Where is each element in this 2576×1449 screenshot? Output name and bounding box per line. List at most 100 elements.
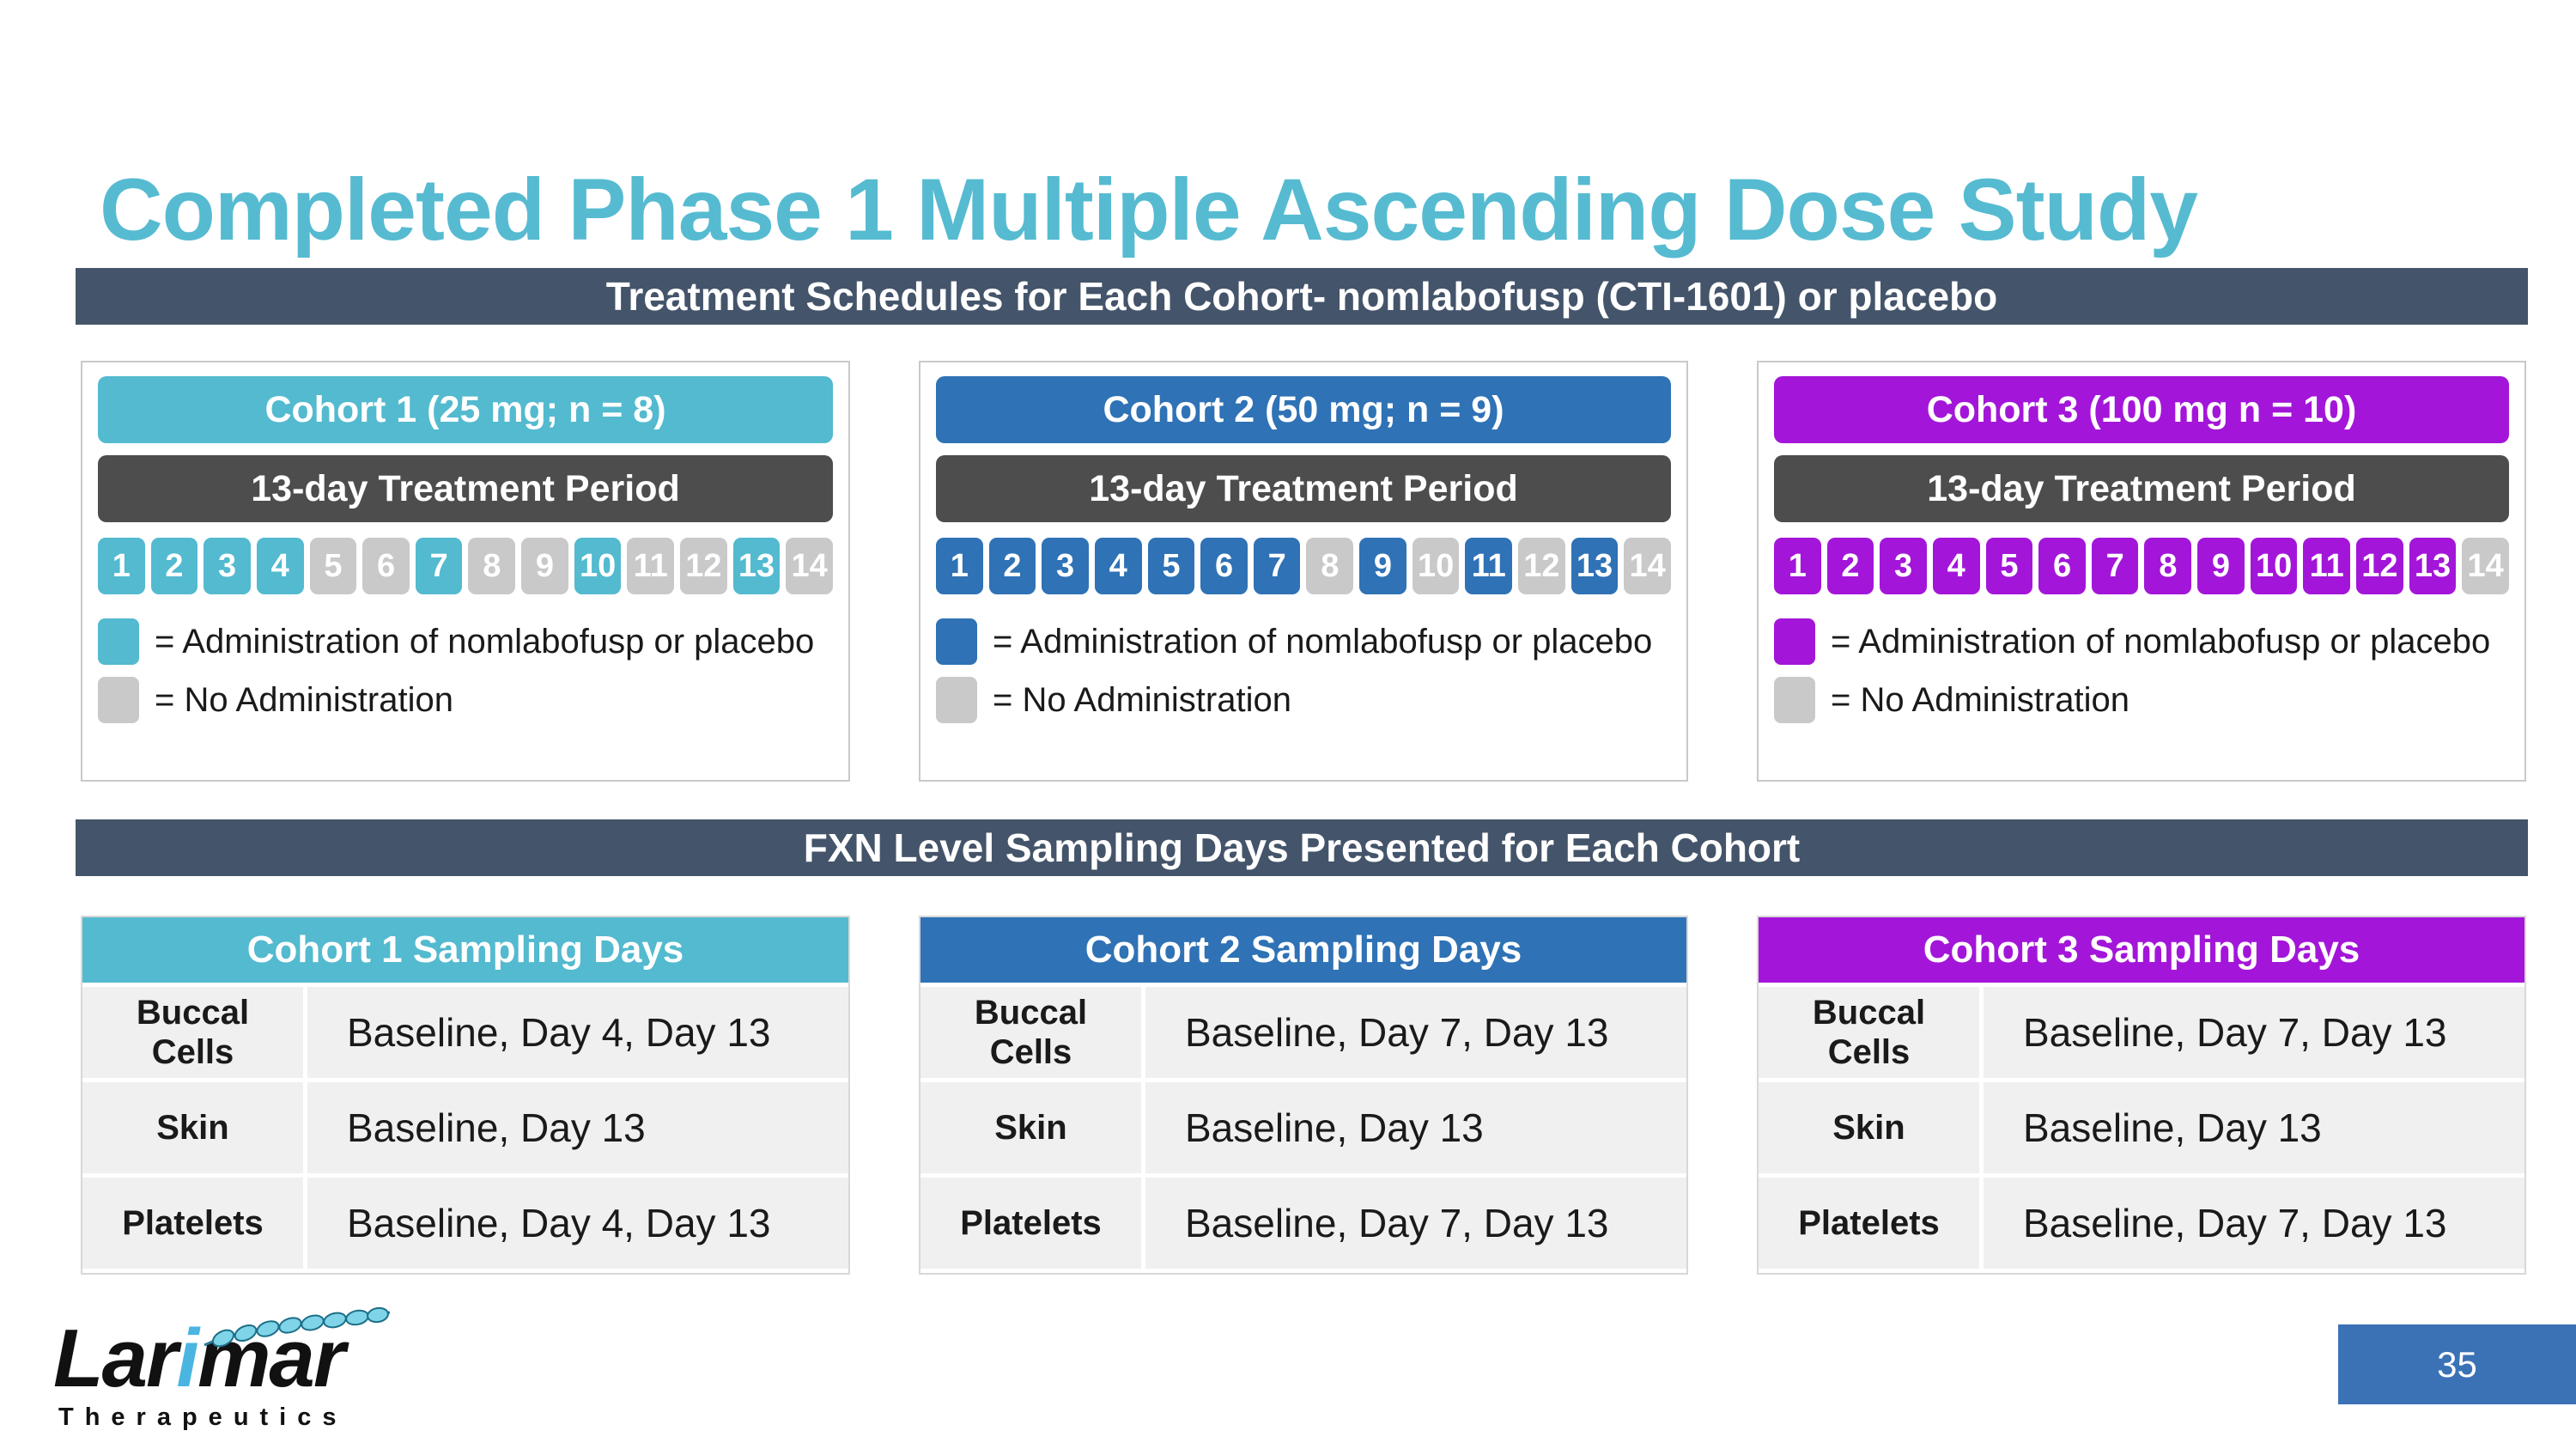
row-value: Baseline, Day 13 bbox=[1185, 1105, 1484, 1150]
day-cell: 4 bbox=[256, 538, 304, 594]
row-value: Baseline, Day 7, Day 13 bbox=[2023, 1201, 2447, 1245]
day-cell: 12 bbox=[680, 538, 727, 594]
day-cell: 12 bbox=[2356, 538, 2403, 594]
day-cell: 9 bbox=[1359, 538, 1406, 594]
cohort-2-panel: Cohort 2 (50 mg; n = 9) 13-day Treatment… bbox=[919, 361, 1688, 782]
treatment-period-bar: 13-day Treatment Period bbox=[1774, 455, 2509, 522]
cohort-3-header: Cohort 3 (100 mg n = 10) bbox=[1774, 376, 2509, 443]
legend-no-admin-row: = No Administration bbox=[1774, 677, 2509, 723]
row-value: Baseline, Day 7, Day 13 bbox=[2023, 1010, 2447, 1055]
day-cell: 1 bbox=[98, 538, 145, 594]
day-cell: 3 bbox=[1042, 538, 1089, 594]
row-label: Buccal Cells bbox=[920, 987, 1145, 1078]
row-label: Buccal Cells bbox=[82, 987, 307, 1078]
sampling-tables: Cohort 1 Sampling Days Buccal Cells Base… bbox=[81, 916, 2526, 1275]
day-cell: 9 bbox=[2197, 538, 2245, 594]
row-value: Baseline, Day 7, Day 13 bbox=[1185, 1010, 1609, 1055]
legend-admin-label: = Administration of nomlabofusp or place… bbox=[993, 622, 1653, 661]
row-value: Baseline, Day 13 bbox=[2023, 1105, 2322, 1150]
row-label: Platelets bbox=[82, 1178, 307, 1269]
day-cell: 2 bbox=[150, 538, 198, 594]
legend: = Administration of nomlabofusp or place… bbox=[98, 618, 833, 723]
page-number: 35 bbox=[2437, 1343, 2477, 1385]
day-cell: 14 bbox=[786, 538, 833, 594]
day-cell: 13 bbox=[2409, 538, 2457, 594]
cohort-3-sampling-table: Cohort 3 Sampling Days Buccal Cells Base… bbox=[1757, 916, 2526, 1275]
table-row: Skin Baseline, Day 13 bbox=[920, 1082, 1686, 1173]
day-cell: 14 bbox=[2462, 538, 2509, 594]
day-cell: 6 bbox=[2038, 538, 2086, 594]
day-cell: 8 bbox=[2144, 538, 2192, 594]
legend-no-admin-label: = No Administration bbox=[993, 680, 1291, 719]
row-label: Buccal Cells bbox=[1759, 987, 1984, 1078]
day-cell: 5 bbox=[309, 538, 357, 594]
day-cell: 4 bbox=[1932, 538, 1980, 594]
row-label: Skin bbox=[920, 1082, 1145, 1173]
legend-no-admin-row: = No Administration bbox=[936, 677, 1671, 723]
no-admin-color-chip bbox=[1774, 677, 1815, 723]
cohort-2-sampling-table: Cohort 2 Sampling Days Buccal Cells Base… bbox=[919, 916, 1688, 1275]
legend-admin-row: = Administration of nomlabofusp or place… bbox=[936, 618, 1671, 665]
cohort-1-panel: Cohort 1 (25 mg; n = 8) 13-day Treatment… bbox=[81, 361, 850, 782]
table-row: Platelets Baseline, Day 7, Day 13 bbox=[1759, 1178, 2524, 1269]
day-cell: 11 bbox=[1465, 538, 1513, 594]
table-row: Buccal Cells Baseline, Day 7, Day 13 bbox=[1759, 987, 2524, 1078]
no-admin-color-chip bbox=[936, 677, 977, 723]
day-cell: 6 bbox=[362, 538, 410, 594]
row-value: Baseline, Day 7, Day 13 bbox=[1185, 1201, 1609, 1245]
day-cell: 11 bbox=[2303, 538, 2351, 594]
day-cell: 8 bbox=[468, 538, 516, 594]
cohort-2-header: Cohort 2 (50 mg; n = 9) bbox=[936, 376, 1671, 443]
row-value: Baseline, Day 4, Day 13 bbox=[347, 1201, 771, 1245]
sampling-table-header: Cohort 1 Sampling Days bbox=[82, 917, 848, 983]
day-cell: 10 bbox=[2250, 538, 2298, 594]
page-number-box: 35 bbox=[2338, 1324, 2576, 1404]
cohort-3-panel: Cohort 3 (100 mg n = 10) 13-day Treatmen… bbox=[1757, 361, 2526, 782]
row-label: Platelets bbox=[1759, 1178, 1984, 1269]
day-cell: 12 bbox=[1518, 538, 1565, 594]
treatment-period-bar: 13-day Treatment Period bbox=[98, 455, 833, 522]
treatment-schedules-banner: Treatment Schedules for Each Cohort- nom… bbox=[76, 268, 2528, 325]
legend-no-admin-row: = No Administration bbox=[98, 677, 833, 723]
admin-color-chip bbox=[1774, 618, 1815, 665]
table-row: Skin Baseline, Day 13 bbox=[82, 1082, 848, 1173]
admin-color-chip bbox=[98, 618, 139, 665]
table-row: Platelets Baseline, Day 4, Day 13 bbox=[82, 1178, 848, 1269]
row-label: Platelets bbox=[920, 1178, 1145, 1269]
day-cell: 1 bbox=[1774, 538, 1821, 594]
legend-no-admin-label: = No Administration bbox=[1831, 680, 2129, 719]
row-value: Baseline, Day 13 bbox=[347, 1105, 646, 1150]
sampling-table-header: Cohort 2 Sampling Days bbox=[920, 917, 1686, 983]
day-cell: 8 bbox=[1306, 538, 1354, 594]
row-label: Skin bbox=[82, 1082, 307, 1173]
day-cell: 13 bbox=[1571, 538, 1619, 594]
day-cell: 7 bbox=[415, 538, 463, 594]
day-cell: 6 bbox=[1200, 538, 1248, 594]
day-cell: 3 bbox=[204, 538, 251, 594]
table-row: Buccal Cells Baseline, Day 4, Day 13 bbox=[82, 987, 848, 1078]
treatment-panels: Cohort 1 (25 mg; n = 8) 13-day Treatment… bbox=[81, 361, 2526, 782]
legend-admin-label: = Administration of nomlabofusp or place… bbox=[1831, 622, 2491, 661]
larimar-logo: Larimar Therapeutics bbox=[53, 1306, 391, 1432]
admin-color-chip bbox=[936, 618, 977, 665]
fxn-sampling-banner: FXN Level Sampling Days Presented for Ea… bbox=[76, 819, 2528, 876]
legend-admin-row: = Administration of nomlabofusp or place… bbox=[98, 618, 833, 665]
day-cell: 4 bbox=[1094, 538, 1142, 594]
logo-subtext: Therapeutics bbox=[58, 1403, 348, 1431]
slide-title: Completed Phase 1 Multiple Ascending Dos… bbox=[100, 161, 2198, 259]
day-cell: 5 bbox=[1147, 538, 1195, 594]
day-cell: 9 bbox=[521, 538, 568, 594]
day-cell: 3 bbox=[1880, 538, 1927, 594]
day-cell: 13 bbox=[732, 538, 781, 594]
day-cell: 2 bbox=[988, 538, 1036, 594]
day-cell: 7 bbox=[1253, 538, 1301, 594]
no-admin-color-chip bbox=[98, 677, 139, 723]
day-cell: 5 bbox=[1985, 538, 2033, 594]
treatment-period-bar: 13-day Treatment Period bbox=[936, 455, 1671, 522]
cohort-1-header: Cohort 1 (25 mg; n = 8) bbox=[98, 376, 833, 443]
day-cell: 7 bbox=[2091, 538, 2139, 594]
helix-icon bbox=[204, 1306, 391, 1348]
